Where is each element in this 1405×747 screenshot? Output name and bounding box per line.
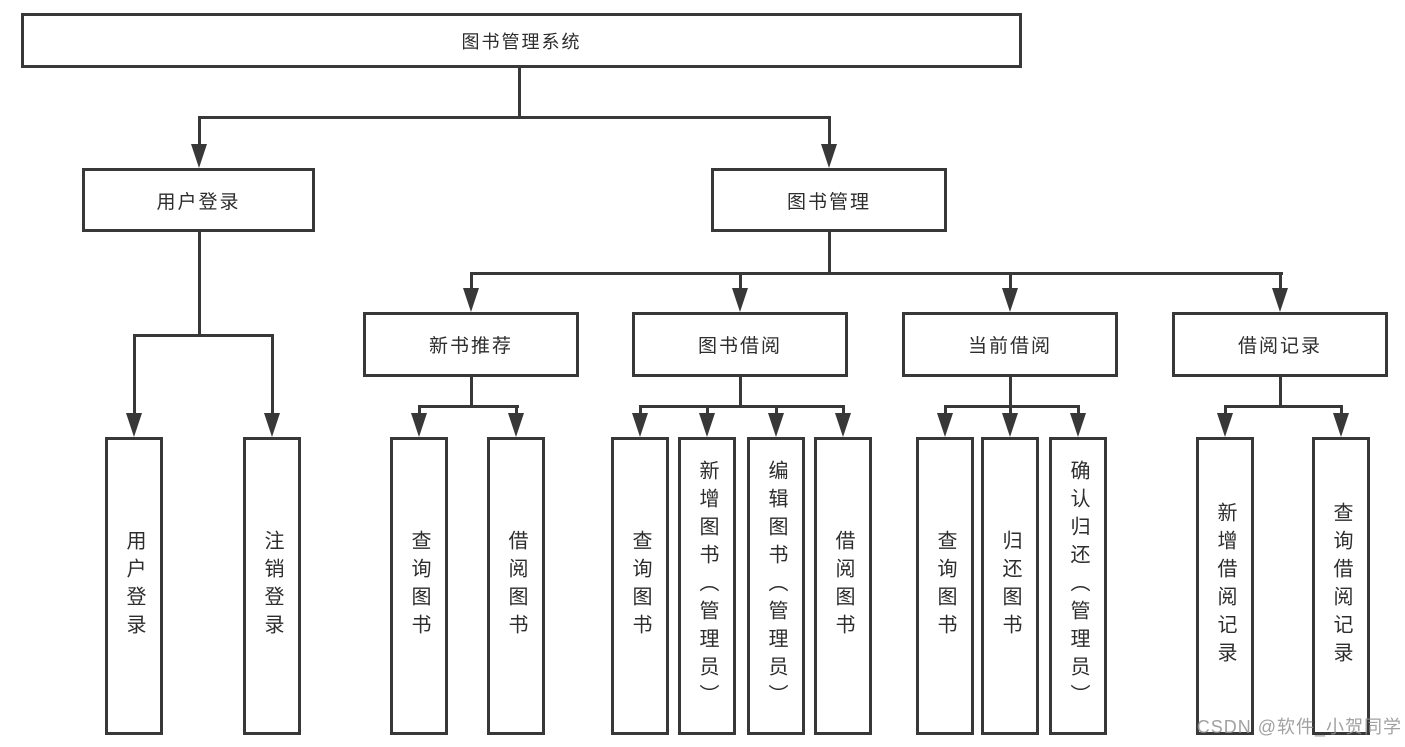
node-root: 图书管理系统 [21, 13, 1022, 68]
leaf-query-books-recommend: 查询图书 [390, 437, 448, 735]
connector-drop-book-management [827, 117, 831, 146]
leaf-query-borrow-record-label: 查询借阅记录 [1330, 502, 1352, 670]
arrow-down-icon [1333, 413, 1349, 437]
arrow-down-icon [264, 413, 280, 437]
connector-new-book-hline [417, 404, 519, 408]
connector-drop-leaf [1339, 406, 1343, 415]
arrow-down-icon [1070, 413, 1086, 437]
node-new-book-recommend: 新书推荐 [363, 312, 579, 377]
connector-user-login-hline [132, 333, 274, 337]
arrow-down-icon [821, 144, 837, 168]
arrow-down-icon [937, 413, 953, 437]
leaf-borrow-books-borrowing: 借阅图书 [814, 437, 872, 735]
leaf-logout-label: 注销登录 [261, 530, 283, 642]
connector-drop-leaf [841, 406, 845, 415]
connector-drop-leaf [1223, 406, 1227, 415]
leaf-return-books: 归还图书 [981, 437, 1039, 735]
leaf-query-books-current: 查询图书 [916, 437, 974, 735]
leaf-query-books-current-label: 查询图书 [934, 530, 956, 642]
node-new-book-recommend-label: 新书推荐 [428, 336, 513, 357]
leaf-borrow-books-recommend-label: 借阅图书 [505, 530, 527, 642]
arrow-down-icon [1002, 288, 1018, 312]
arrow-down-icon [463, 288, 479, 312]
arrow-down-icon [1217, 413, 1233, 437]
connector-drop-leaf [638, 406, 642, 415]
node-root-label: 图书管理系统 [461, 31, 582, 52]
connector-current-borrowing-hline [943, 404, 1080, 408]
node-borrowing-records-label: 借阅记录 [1237, 336, 1322, 357]
leaf-add-borrow-record: 新增借阅记录 [1196, 437, 1254, 735]
connector-drop-leaf [774, 406, 778, 415]
leaf-query-books-borrowing-label: 查询图书 [629, 530, 651, 642]
connector-stem [1278, 377, 1282, 406]
connector-level1-hline [197, 115, 831, 119]
leaf-confirm-return-admin: 确认归还（管理员） [1049, 437, 1107, 735]
leaf-query-books-borrowing: 查询图书 [611, 437, 669, 735]
node-book-borrowing-label: 图书借阅 [697, 336, 782, 357]
connector-drop-user-login [197, 117, 201, 146]
leaf-user-login: 用户登录 [105, 437, 163, 735]
arrow-down-icon [411, 413, 427, 437]
leaf-edit-books-admin: 编辑图书（管理员） [747, 437, 805, 735]
node-book-management-label: 图书管理 [786, 191, 871, 213]
node-current-borrowing: 当前借阅 [902, 312, 1118, 377]
node-borrowing-records: 借阅记录 [1172, 312, 1388, 377]
arrow-down-icon [732, 288, 748, 312]
connector-book-management-stem [827, 232, 831, 273]
node-user-login: 用户登录 [82, 168, 315, 232]
node-user-login-label: 用户登录 [156, 191, 241, 213]
connector-stem [738, 377, 742, 406]
arrow-down-icon [508, 413, 524, 437]
connector-level3-hline [469, 271, 1283, 275]
leaf-add-borrow-record-label: 新增借阅记录 [1214, 502, 1236, 670]
arrow-down-icon [1002, 413, 1018, 437]
node-current-borrowing-label: 当前借阅 [967, 336, 1052, 357]
connector-book-borrowing-hline [638, 404, 845, 408]
connector-stem [469, 377, 473, 406]
connector-drop-book-borrowing [738, 273, 742, 290]
arrow-down-icon [768, 413, 784, 437]
connector-drop-leaf [705, 406, 709, 415]
connector-stem [1008, 377, 1012, 406]
connector-drop-leaf [132, 335, 136, 415]
arrow-down-icon [699, 413, 715, 437]
connector-drop-leaf [270, 335, 274, 415]
connector-drop-new-book [469, 273, 473, 290]
connector-root-stem [517, 68, 521, 117]
leaf-borrow-books-borrowing-label: 借阅图书 [832, 530, 854, 642]
arrow-down-icon [1272, 288, 1288, 312]
leaf-logout: 注销登录 [243, 437, 301, 735]
leaf-user-login-label: 用户登录 [123, 530, 145, 642]
connector-drop-leaf [943, 406, 947, 415]
watermark-text: CSDN @软件_小贺同学 [1196, 717, 1402, 737]
arrow-down-icon [632, 413, 648, 437]
connector-drop-leaf [1008, 406, 1012, 415]
connector-drop-borrowing-records [1278, 273, 1282, 290]
arrow-down-icon [835, 413, 851, 437]
connector-drop-leaf [417, 406, 421, 415]
connector-user-login-stem [197, 232, 201, 335]
arrow-down-icon [191, 144, 207, 168]
node-book-management: 图书管理 [711, 168, 947, 232]
leaf-return-books-label: 归还图书 [999, 530, 1021, 642]
connector-drop-current-borrowing [1008, 273, 1012, 290]
leaf-confirm-return-admin-label: 确认归还（管理员） [1067, 460, 1089, 712]
connector-drop-leaf [514, 406, 518, 415]
leaf-query-borrow-record: 查询借阅记录 [1312, 437, 1370, 735]
leaf-borrow-books-recommend: 借阅图书 [487, 437, 545, 735]
leaf-edit-books-admin-label: 编辑图书（管理员） [765, 460, 787, 712]
connector-drop-leaf [1076, 406, 1080, 415]
connector-borrowing-records-hline [1223, 404, 1343, 408]
leaf-add-books-admin: 新增图书（管理员） [678, 437, 736, 735]
leaf-query-books-recommend-label: 查询图书 [408, 530, 430, 642]
node-book-borrowing: 图书借阅 [632, 312, 848, 377]
arrow-down-icon [126, 413, 142, 437]
leaf-add-books-admin-label: 新增图书（管理员） [696, 460, 718, 712]
